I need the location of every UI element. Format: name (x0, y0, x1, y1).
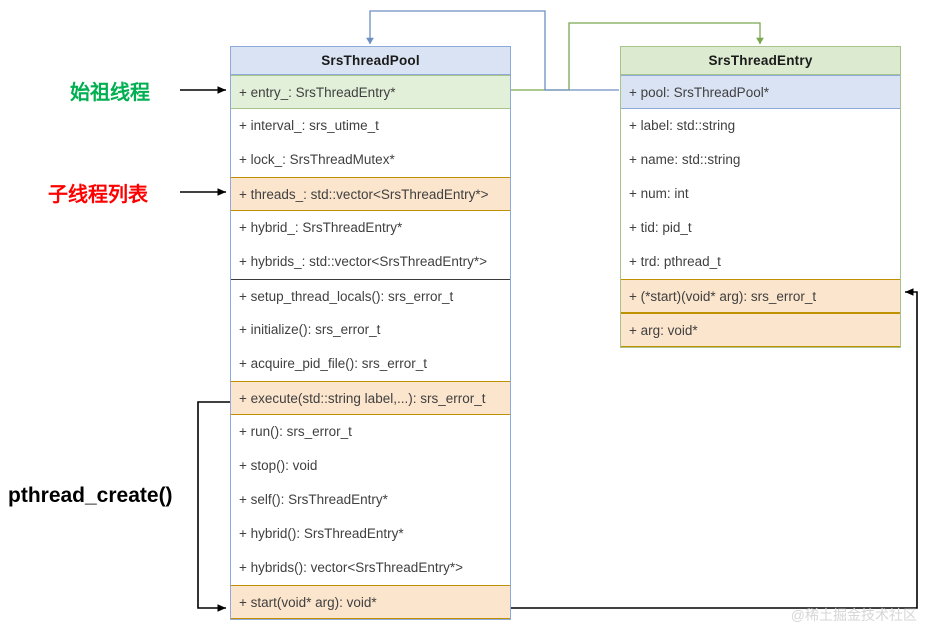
method-setup-thread-locals[interactable]: + setup_thread_locals(): srs_error_t (231, 279, 510, 313)
attr-hybrids[interactable]: + hybrids_: std::vector<SrsThreadEntry*> (231, 245, 510, 279)
method-initialize[interactable]: + initialize(): srs_error_t (231, 313, 510, 347)
class-box-srsthreadpool[interactable]: SrsThreadPool + entry_: SrsThreadEntry* … (230, 46, 511, 620)
method-hybrid[interactable]: + hybrid(): SrsThreadEntry* (231, 517, 510, 551)
attr-trd[interactable]: + trd: pthread_t (621, 245, 900, 279)
watermark: @稀土掘金技术社区 (790, 607, 917, 623)
method-start[interactable]: + start(void* arg): void* (231, 585, 510, 619)
class-title-srsthreadpool: SrsThreadPool (231, 47, 510, 75)
method-run[interactable]: + run(): srs_error_t (231, 415, 510, 449)
attr-start-fnptr[interactable]: + (*start)(void* arg): srs_error_t (621, 279, 900, 313)
annotation-ancestor-thread: 始祖线程 (70, 82, 150, 104)
method-self[interactable]: + self(): SrsThreadEntry* (231, 483, 510, 517)
attr-entry[interactable]: + entry_: SrsThreadEntry* (231, 75, 510, 109)
attr-interval[interactable]: + interval_: srs_utime_t (231, 109, 510, 143)
method-acquire-pid-file[interactable]: + acquire_pid_file(): srs_error_t (231, 347, 510, 381)
class-title-srsthreadentry: SrsThreadEntry (621, 47, 900, 75)
attr-name[interactable]: + name: std::string (621, 143, 900, 177)
method-hybrids[interactable]: + hybrids(): vector<SrsThreadEntry*> (231, 551, 510, 585)
attr-arg[interactable]: + arg: void* (621, 313, 900, 347)
attr-label[interactable]: + label: std::string (621, 109, 900, 143)
annotation-child-thread-list: 子线程列表 (48, 184, 148, 206)
attr-pool[interactable]: + pool: SrsThreadPool* (621, 75, 900, 109)
attr-hybrid[interactable]: + hybrid_: SrsThreadEntry* (231, 211, 510, 245)
method-stop[interactable]: + stop(): void (231, 449, 510, 483)
attr-tid[interactable]: + tid: pid_t (621, 211, 900, 245)
annotation-pthread-create: pthread_create() (8, 484, 173, 507)
attr-num[interactable]: + num: int (621, 177, 900, 211)
attr-lock[interactable]: + lock_: SrsThreadMutex* (231, 143, 510, 177)
attr-threads[interactable]: + threads_: std::vector<SrsThreadEntry*> (231, 177, 510, 211)
method-execute[interactable]: + execute(std::string label,...): srs_er… (231, 381, 510, 415)
wire-execute-to-start (197, 401, 231, 612)
class-box-srsthreadentry[interactable]: SrsThreadEntry + pool: SrsThreadPool* + … (620, 46, 901, 348)
